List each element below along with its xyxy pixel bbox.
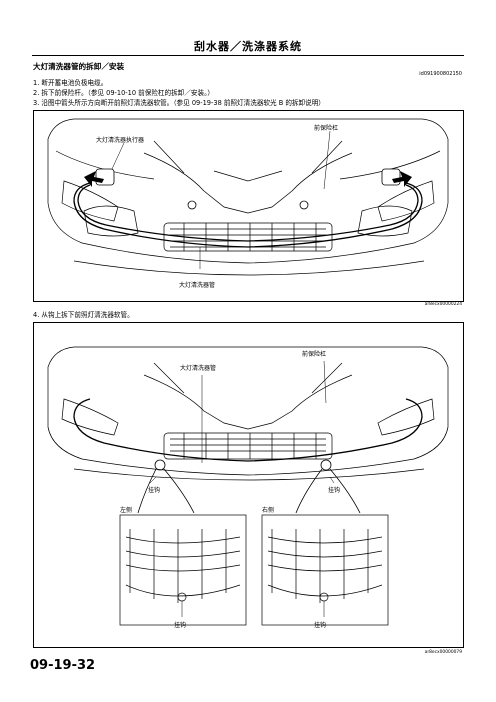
document-id: id091900802150 bbox=[419, 71, 462, 77]
page-number: 09-19-32 bbox=[30, 658, 96, 673]
label-headlamp-washer-pipe: 大灯清洗器管 bbox=[179, 282, 216, 289]
step-3: 3. 沿图中箭头所示方向断开前照灯清洗器软管。（参见 09-19-38 前照灯清… bbox=[33, 99, 325, 107]
label-hook-detail-left: 挂钩 bbox=[174, 622, 187, 629]
label-hook-detail-right: 挂钩 bbox=[314, 622, 327, 629]
step-list: 1. 断开蓄电池负极电缆。 2. 拆下前保险杆。（参见 09-10-10 前保险… bbox=[33, 78, 325, 108]
step-1: 1. 断开蓄电池负极电缆。 bbox=[33, 79, 108, 87]
figure-hook-removal: 大灯清洗器管 前保险杠 挂钩 挂钩 左侧 右侧 挂钩 挂钩 bbox=[33, 322, 464, 648]
hook-illustration bbox=[47, 346, 449, 626]
figure-1-code: ar8ecx00000224 bbox=[424, 302, 462, 307]
label-headlamp-washer-pipe: 大灯清洗器管 bbox=[180, 365, 217, 372]
figure-bumper-overview: 大灯清洗器执行器 前保险杠 大灯清洗器管 bbox=[33, 110, 464, 302]
label-hook-right: 挂钩 bbox=[328, 487, 341, 494]
header-divider bbox=[32, 55, 464, 56]
bumper-illustration bbox=[47, 118, 449, 276]
label-left-side: 左侧 bbox=[120, 507, 133, 514]
page-header-title: 刮水器／洗涤器系统 bbox=[194, 40, 302, 53]
label-headlamp-washer-actuator: 大灯清洗器执行器 bbox=[96, 137, 145, 144]
label-hook-left: 挂钩 bbox=[148, 487, 161, 494]
label-front-bumper: 前保险杠 bbox=[302, 351, 327, 358]
step-2: 2. 拆下前保险杆。（参见 09-10-10 前保险杠的拆卸／安装。） bbox=[33, 89, 214, 97]
step-4: 4. 从钩上拆下前照灯清洗器软管。 bbox=[33, 311, 134, 319]
figure-2-code: ar8ecx00000079 bbox=[424, 650, 462, 655]
label-right-side: 右侧 bbox=[262, 507, 275, 514]
label-front-bumper: 前保险杠 bbox=[314, 125, 339, 132]
section-title: 大灯清洗器管的拆卸／安装 bbox=[33, 62, 125, 71]
